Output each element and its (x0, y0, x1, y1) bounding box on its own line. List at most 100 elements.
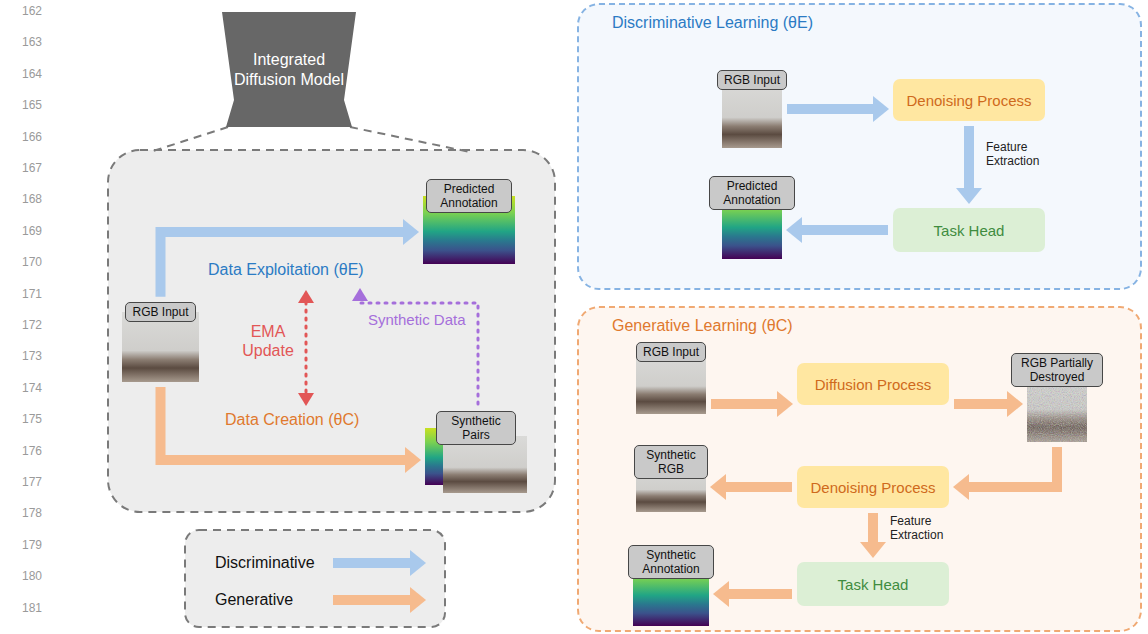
edge-label: Data Exploitation (θE) (208, 260, 364, 279)
line-number: 177 (10, 475, 42, 489)
flow-arrow (786, 217, 888, 243)
line-number: 169 (10, 224, 42, 238)
synthetic-data-arrow (352, 288, 478, 404)
arrow-shaft (161, 387, 407, 460)
line-number: 171 (10, 287, 42, 301)
ema-arrow (298, 290, 314, 406)
image-node: Predicted Annotation (423, 179, 515, 264)
image-tag: RGB Partially Destroyed (1011, 353, 1103, 388)
edge-label: Data Creation (θC) (225, 410, 359, 429)
arrow-head (953, 474, 969, 500)
flow-arrow (954, 391, 1023, 417)
flow-arrow (710, 474, 792, 500)
arrow-shaft (787, 104, 874, 114)
arrow-head (710, 474, 726, 500)
arrow-shaft (725, 482, 792, 492)
legend-arrow (333, 550, 426, 576)
line-number: 170 (10, 255, 42, 269)
arrow-shaft (711, 399, 778, 409)
box-label: Task Head (838, 576, 909, 593)
edge-label: Feature Extraction (890, 514, 954, 543)
box-label: Diffusion Process (815, 376, 931, 393)
box-label: Denoising Process (906, 92, 1031, 109)
arrow-head (873, 96, 889, 122)
image-tag: Predicted Annotation (709, 176, 795, 211)
legend-box (185, 530, 445, 627)
flow-arrow (787, 96, 889, 122)
line-number: 168 (10, 192, 42, 206)
zoom-line (350, 127, 470, 152)
image-thumbnail (122, 312, 199, 382)
arrow-shaft (161, 232, 405, 297)
panel-title: Discriminative Learning (θE) (612, 14, 813, 32)
image-node: RGB Partially Destroyed (1027, 353, 1087, 442)
process-box: Denoising Process (797, 466, 949, 508)
line-number: 179 (10, 538, 42, 552)
arrow-shaft (868, 513, 878, 543)
arrow-head (786, 217, 802, 243)
line-number: 167 (10, 161, 42, 175)
image-tag: Predicted Annotation (426, 179, 512, 214)
flow-arrow (161, 387, 422, 473)
line-number: 162 (10, 4, 42, 18)
flow-arrow (161, 219, 420, 297)
zoom-line (150, 127, 228, 152)
image-tag: Synthetic RGB (634, 445, 708, 480)
process-box: Task Head (797, 562, 949, 606)
box-label: Denoising Process (810, 479, 935, 496)
edge-label: Feature Extraction (986, 140, 1050, 169)
region-fill (578, 4, 1141, 289)
panel-title: Generative Learning (θC) (612, 317, 793, 335)
line-number: 178 (10, 506, 42, 520)
image-node: Synthetic Annotation (633, 545, 709, 626)
image-node: RGB Input (636, 342, 706, 414)
flow-arrow (953, 447, 1057, 500)
legend-text: Discriminative (215, 553, 315, 572)
image-thumbnail (722, 80, 782, 148)
flow-arrow (860, 513, 886, 558)
process-box: Task Head (893, 208, 1045, 252)
arrow-shaft (728, 589, 792, 599)
process-box: Denoising Process (893, 79, 1045, 121)
arrow-head (956, 188, 982, 204)
flow-note: EMA Update (238, 322, 298, 360)
arrow-shaft (964, 126, 974, 189)
line-number: 164 (10, 67, 42, 81)
line-number: 175 (10, 412, 42, 426)
line-number: 166 (10, 130, 42, 144)
legend-arrow (333, 587, 426, 613)
line-number: 163 (10, 35, 42, 49)
line-number: 165 (10, 98, 42, 112)
line-number: 176 (10, 444, 42, 458)
flow-arrow (713, 581, 792, 607)
box-label: Task Head (934, 222, 1005, 239)
arrow-head (777, 391, 793, 417)
image-tag: Synthetic Annotation (628, 545, 714, 580)
arrow-head (1007, 391, 1023, 417)
image-node: Synthetic RGB (636, 445, 706, 512)
model-shape (222, 12, 356, 127)
stage-panel: Discriminative Learning (θE)RGB InputDen… (577, 3, 1142, 290)
arrow-shaft (954, 399, 1008, 409)
process-box: Diffusion Process (797, 363, 949, 405)
line-number: 172 (10, 318, 42, 332)
line-number: 174 (10, 381, 42, 395)
image-node: RGB Input (122, 302, 199, 382)
arrow-head (403, 219, 419, 245)
overview-region (108, 150, 555, 512)
arrow-shaft (968, 447, 1057, 487)
line-number: 180 (10, 569, 42, 583)
arrow-head (860, 542, 886, 558)
arrow-head (713, 581, 729, 607)
arrow-head (405, 447, 421, 473)
image-node: RGB Input (722, 70, 782, 148)
line-number: 181 (10, 601, 42, 615)
region-fill (578, 307, 1141, 631)
image-tag: RGB Input (717, 70, 787, 90)
image-tag: RGB Input (636, 342, 706, 362)
flow-note: Synthetic Data (368, 311, 466, 329)
model-block: Integrated Diffusion Model (222, 12, 356, 127)
image-node: Synthetic Pairs (425, 411, 527, 493)
stage-panel: Generative Learning (θC) RGB InputDiffusi… (577, 306, 1142, 632)
image-tag: Synthetic Pairs (436, 411, 516, 446)
